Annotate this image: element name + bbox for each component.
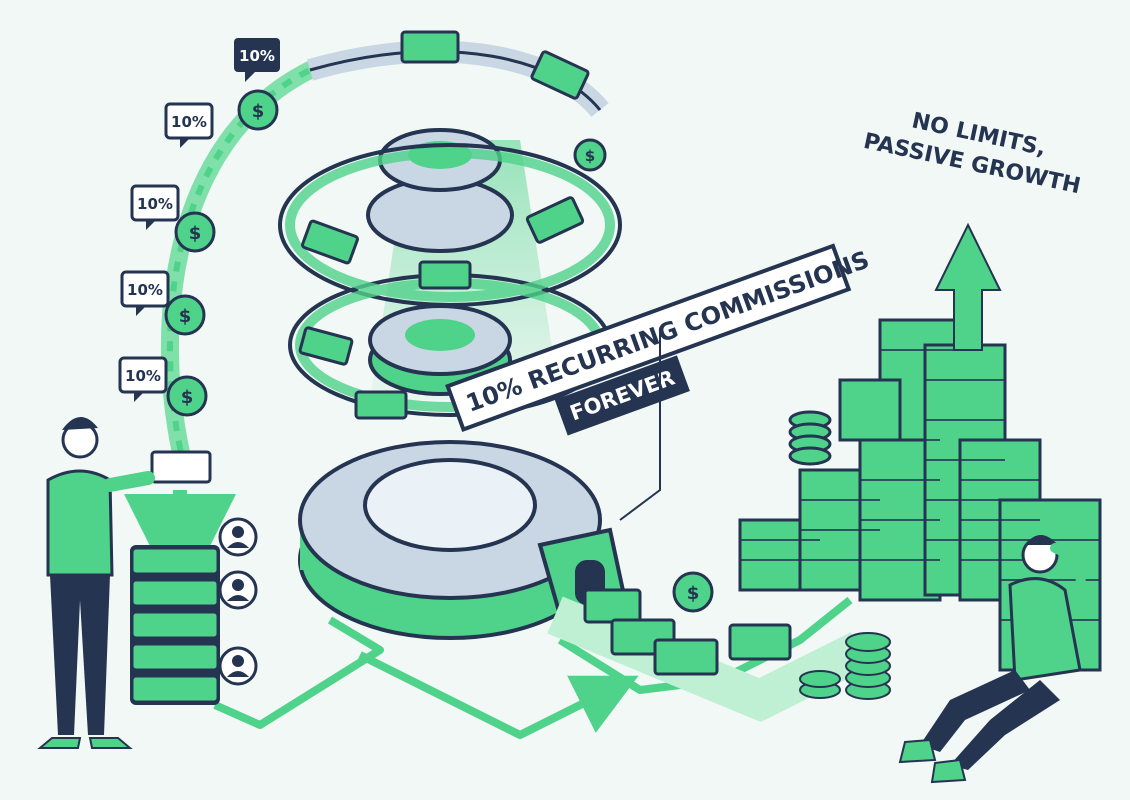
cash-bundle-icon [653,638,719,676]
svg-text:10%: 10% [239,47,275,65]
cash-bundle-icon [530,50,590,100]
arc-coins: $ $ $ $ [164,89,279,417]
coin-icon: $ [672,571,714,613]
standing-man [37,416,155,749]
cash-bundle-icon [150,450,212,484]
coin-stacks [799,632,891,700]
growth-headline: NO LIMITS, PASSIVE GROWTH [861,108,1082,199]
cash-bundle-icon [418,260,472,290]
svg-text:$: $ [179,306,192,327]
gear-icon [368,304,512,396]
coin-icon: $ [164,294,206,336]
percent-tags: 10% 10% 10% 10% 10% [118,38,280,402]
coin-icon: $ [166,375,208,417]
svg-text:$: $ [181,387,194,408]
svg-text:$: $ [585,147,595,165]
cash-bundle-icon [525,196,585,244]
percent-tag: 10% [120,270,170,316]
percent-tag: 10% [130,184,180,230]
user-icon [218,570,258,610]
percent-tag: 10% [118,356,168,402]
coin-icon: $ [573,138,607,172]
gear-icon [298,440,602,640]
spiral-cash [298,30,590,420]
relaxing-man [898,535,1086,784]
svg-text:$: $ [252,101,265,122]
svg-text:$: $ [189,223,202,244]
svg-text:10%: 10% [171,113,207,131]
cash-bundle-icon [400,30,460,64]
coin-icon: $ [174,211,216,253]
cash-bundle-icon [298,326,354,366]
cash-bundle-icon [354,390,408,420]
cash-bundle-icon [838,378,902,442]
svg-text:10%: 10% [125,367,161,385]
coin-icon: $ [237,89,279,131]
svg-text:10%: 10% [127,281,163,299]
cash-bundle-icon [583,588,642,624]
conveyor-cash [547,588,869,722]
svg-text:10%: 10% [137,195,173,213]
cash-bundle-icon [728,623,792,661]
percent-tag: 10% [234,38,280,82]
referral-server-stack [130,450,258,705]
user-icon [218,517,258,557]
cash-bundle-icon [301,219,359,265]
arrow-up-icon [934,222,1002,351]
user-icon [218,646,258,686]
percent-tag: 10% [164,102,214,148]
svg-text:$: $ [687,583,700,604]
